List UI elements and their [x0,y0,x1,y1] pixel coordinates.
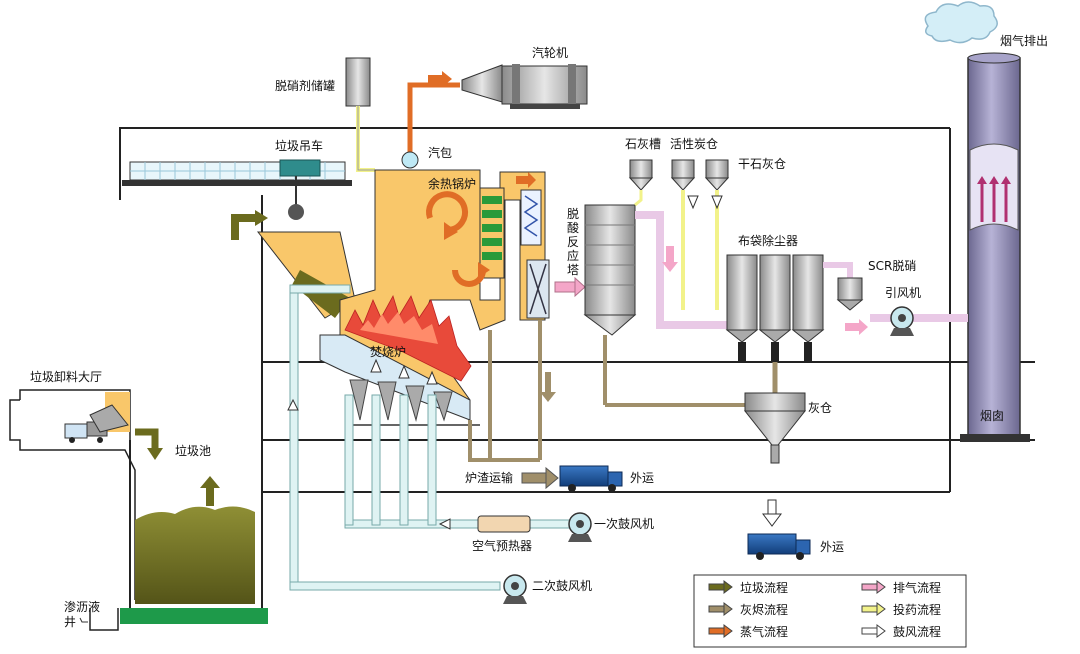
bag-filter-label: 布袋除尘器 [738,233,798,248]
air-preheater-label: 空气预热器 [472,538,532,553]
legend-label: 投药流程 [893,602,942,617]
truck-icon [559,465,623,492]
id-fan-icon [870,306,968,336]
legend-item: 蒸气流程 [700,623,831,639]
chemical-silos [628,159,730,310]
boiler-label: 余热锅炉 [428,176,476,191]
unloading-hall-label: 垃圾卸料大厅 [30,369,102,384]
air-pipes [289,284,571,591]
steam-turbine [461,64,588,109]
smoke-out-label: 烟气排出 [1000,33,1048,48]
limestone-tank-label: 石灰槽 [625,137,661,151]
dump-truck-icon [64,404,129,443]
denox-tank-label: 脱硝剂储罐 [275,78,335,93]
legend-arrow-icon [861,624,886,638]
scr-unit [823,262,868,335]
legend-item: 投药流程 [831,601,962,617]
legend-arrow-icon [861,580,886,594]
legend-label: 排气流程 [893,580,942,595]
turbine-label: 汽轮机 [532,45,568,60]
legend-label: 垃圾流程 [740,580,789,595]
dry-lime-label: 干石灰仓 [738,157,786,171]
fan-icon [568,512,592,542]
legend-label: 鼓风流程 [893,624,942,639]
outbound-label-1: 外运 [630,471,654,485]
outbound-label-2: 外运 [820,540,844,554]
exhaust-arrow-down [662,246,678,272]
primary-fan-label: 一次鼓风机 [594,517,654,531]
deacid-tower-label: 脱酸反应塔 [567,206,579,277]
legend-arrow-icon [861,602,886,616]
steam-line [407,71,460,155]
grate-label: 焚烧炉 [370,345,406,359]
waste-flow-arrow [231,210,268,240]
fan-icon [503,574,527,604]
waste-pit [120,440,268,624]
waste-heat-boiler [339,151,550,421]
ash-silo-label: 灰仓 [808,401,832,415]
legend-item: 鼓风流程 [831,623,962,639]
leachate-well [79,608,119,631]
legend-item: 垃圾流程 [700,579,831,595]
legend-label: 灰烬流程 [740,602,789,617]
legend-items: 垃圾流程 排气流程灰烬流程 投药流程蒸气流程 鼓风流程 [700,579,962,645]
exhaust-pipe [635,211,730,329]
waste-crane [122,159,352,220]
legend-label: 蒸气流程 [740,624,789,639]
drum-label: 汽包 [428,145,452,160]
legend-arrow-icon [708,580,733,594]
legend-arrow-icon [708,602,733,616]
legend [693,574,967,648]
activated-carbon-label: 活性炭仓 [670,137,718,151]
slag-transport-label: 炉渣运输 [465,470,513,485]
ash-silo [743,392,807,527]
deacid-tower [583,204,745,407]
denox-tank [345,57,375,172]
chimney-label: 烟囱 [980,409,1004,423]
waste-flow-arrow [135,428,163,460]
boiler-ash-arrow [540,372,556,402]
slag-flow [468,320,542,462]
bag-filter [725,254,825,395]
legend-item: 灰烬流程 [700,601,831,617]
chimney [960,52,1030,442]
crane-label: 垃圾吊车 [275,138,323,153]
id-fan-label: 引风机 [885,286,921,300]
secondary-fan-label: 二次鼓风机 [532,579,592,593]
scr-label: SCR脱硝 [868,258,916,273]
air-preheater [477,515,531,533]
pit-label: 垃圾池 [175,443,211,458]
exhaust-duct [554,276,586,298]
legend-arrow-icon [708,624,733,638]
truck-icon [747,533,811,560]
slag-transport-arrow [521,466,559,490]
air-flow-arrows [287,358,451,530]
legend-item: 排气流程 [831,579,962,595]
leachate-well-label: 渗沥液井 [64,599,100,629]
smoke-cloud-icon [924,1,998,44]
